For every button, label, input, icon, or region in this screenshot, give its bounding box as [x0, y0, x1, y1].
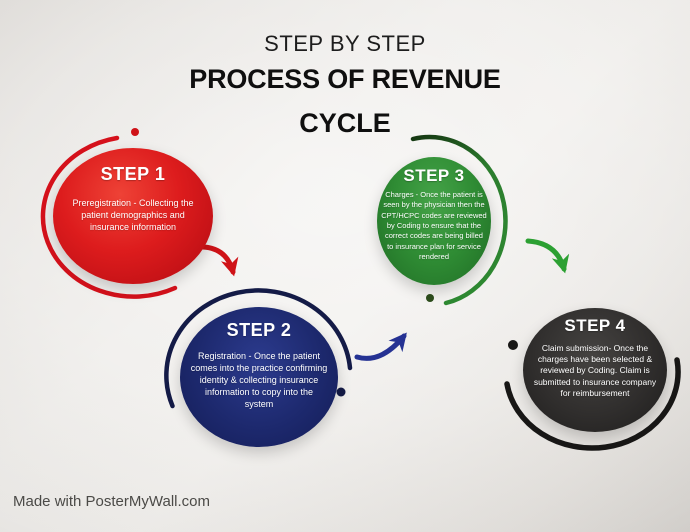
step1-ring-arc [40, 135, 178, 299]
step-4-label: STEP 4 [564, 316, 626, 335]
title-kicker: STEP BY STEP [264, 31, 426, 56]
step-1-description: Preregistration - Collecting the patient… [72, 198, 194, 232]
step2-ring-arc [164, 288, 353, 409]
step3-ring-dot [426, 294, 434, 302]
step2-ring-dot [336, 387, 346, 397]
arrow-step3-to-step4-icon [525, 238, 570, 274]
step-3-label: STEP 3 [403, 166, 465, 185]
step1-ring-dot [131, 128, 139, 136]
watermark-credit: Made with PosterMyWall.com [13, 493, 210, 510]
step-1-circle: STEP 1 Preregistration - Collecting the … [53, 148, 213, 284]
step-4-circle: STEP 4 Claim submission- Once the charge… [523, 308, 667, 432]
step-2-circle: STEP 2 Registration - Once the patient c… [180, 307, 338, 447]
step3-ring-arc [410, 134, 508, 306]
step4-ring-dot [508, 340, 518, 350]
step-3-description: Charges - Once the patient is seen by th… [381, 190, 487, 262]
step-2-label: STEP 2 [226, 320, 292, 340]
step-1-label: STEP 1 [100, 164, 166, 184]
title-block: STEP BY STEP PROCESS OF REVENUE CYCLE [0, 31, 690, 139]
step-4-description: Claim submission- Once the charges have … [533, 343, 657, 398]
step4-ring-arc [504, 357, 681, 451]
page-title-line1: PROCESS OF REVENUE [189, 64, 501, 94]
step-3-circle: STEP 3 Charges - Once the patient is see… [377, 157, 491, 285]
page-title-line2: CYCLE [299, 108, 391, 138]
arrow-step2-to-step3-icon [354, 332, 407, 361]
step-2-description: Registration - Once the patient comes in… [190, 351, 328, 409]
